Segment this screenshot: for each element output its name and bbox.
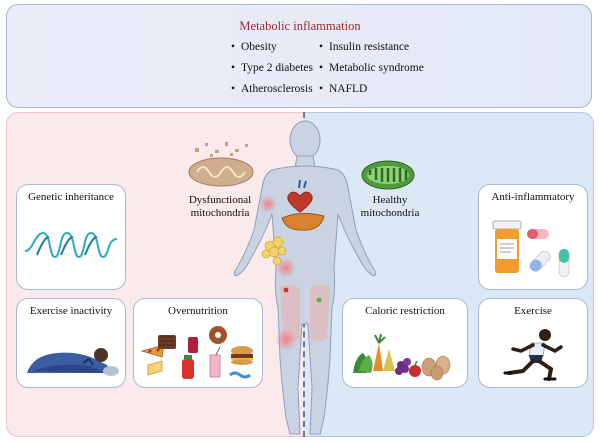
sleeping-person-icon	[27, 348, 119, 376]
junk-food-icon	[140, 326, 253, 379]
healthy-label-line2: mitochondria	[360, 207, 420, 219]
disease-item: Metabolic syndrome	[319, 58, 424, 79]
card-overnutrition: Overnutrition	[133, 298, 263, 388]
dna-helix-icon	[24, 231, 118, 259]
dysfunctional-mitochondria-label: Dysfunctional mitochondria	[170, 194, 270, 220]
vegetables-eggs-icon	[353, 333, 451, 381]
card-label: Overnutrition	[168, 305, 228, 317]
disease-header-box: Metabolic inflammation Obesity Type 2 di…	[6, 4, 592, 108]
card-label: Exercise inactivity	[29, 305, 113, 317]
pill-bottle-icon	[492, 220, 570, 278]
dysfunctional-label-line1: Dysfunctional	[188, 194, 252, 206]
card-genetic-inheritance: Genetic inheritance	[16, 184, 126, 290]
card-caloric-restriction: Caloric restriction	[342, 298, 468, 388]
disease-list-left: Obesity Type 2 diabetes Atherosclerosis	[231, 37, 313, 100]
card-label: Anti-inflammatory	[491, 191, 575, 203]
disease-item: Atherosclerosis	[231, 79, 313, 100]
disease-item: Obesity	[231, 37, 313, 58]
card-anti-inflammatory: Anti-inflammatory	[478, 184, 588, 290]
card-label: Genetic inheritance	[28, 191, 114, 203]
card-label: Exercise	[514, 305, 552, 317]
disease-item: Insulin resistance	[319, 37, 424, 58]
card-label: Caloric restriction	[365, 305, 445, 317]
runner-icon	[503, 329, 563, 381]
header-title: Metabolic inflammation	[239, 19, 361, 33]
card-exercise-inactivity: Exercise inactivity	[16, 298, 126, 388]
healthy-mitochondria-label: Healthy mitochondria	[340, 194, 440, 220]
mitochondrion-icon	[188, 142, 254, 187]
card-exercise: Exercise	[478, 298, 588, 388]
disease-item: Type 2 diabetes	[231, 58, 313, 79]
dysfunctional-label-line2: mitochondria	[190, 207, 250, 219]
human-body-icon	[233, 120, 377, 435]
disease-item: NAFLD	[319, 79, 424, 100]
disease-list-right: Insulin resistance Metabolic syndrome NA…	[319, 37, 424, 100]
healthy-label-line1: Healthy	[372, 194, 408, 206]
mitochondrion-icon	[361, 160, 415, 190]
